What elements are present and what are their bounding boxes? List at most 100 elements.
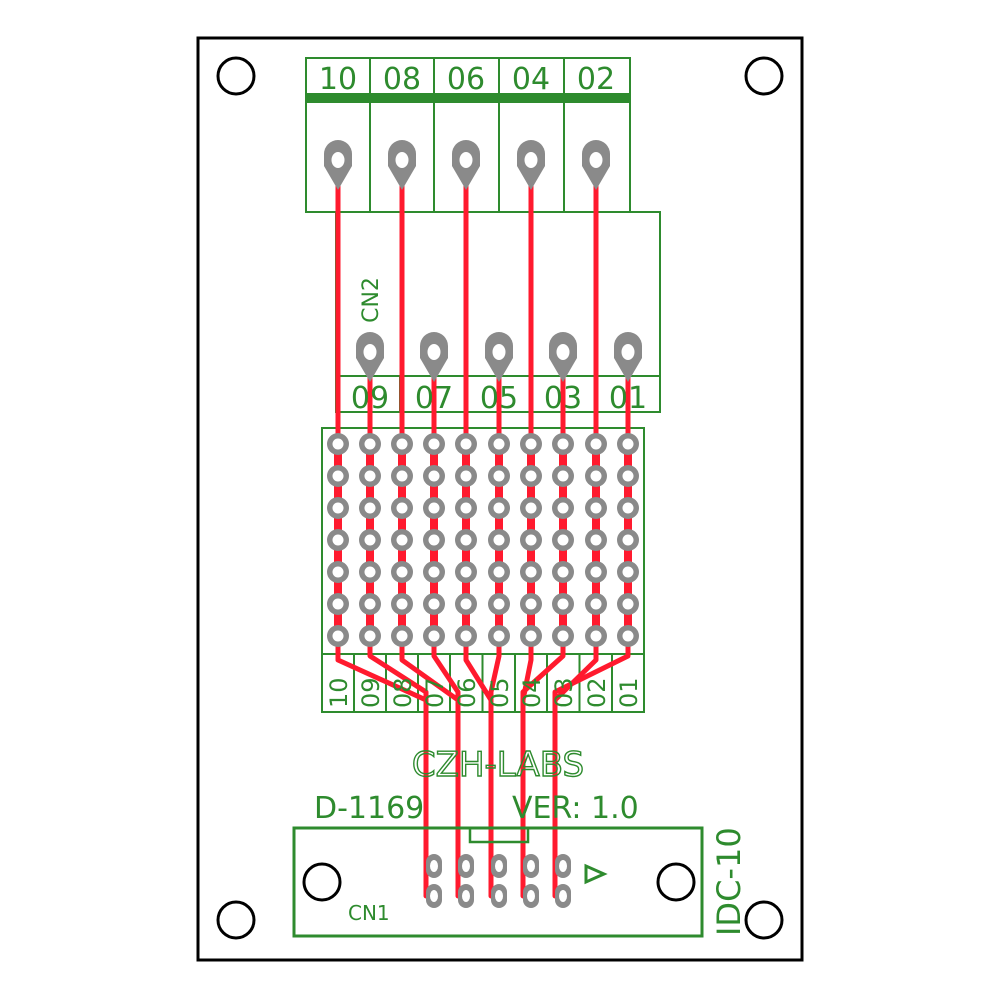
idc-pad	[555, 854, 571, 878]
proto-pad	[585, 561, 607, 583]
proto-pad	[585, 593, 607, 615]
proto-pad	[327, 497, 349, 519]
proto-pad	[585, 465, 607, 487]
proto-pad	[391, 497, 413, 519]
proto-pad	[391, 593, 413, 615]
proto-pad	[585, 433, 607, 455]
proto-column-label: 09	[357, 677, 385, 708]
proto-pad	[488, 593, 510, 615]
terminal-pad	[549, 332, 577, 382]
proto-pad	[617, 593, 639, 615]
proto-pad	[488, 465, 510, 487]
proto-pad	[520, 561, 542, 583]
proto-pad	[391, 465, 413, 487]
cn2-top-label: 10	[319, 62, 357, 97]
terminal-pad	[388, 140, 416, 190]
proto-pad	[520, 465, 542, 487]
proto-pad	[617, 625, 639, 647]
cn1-type-label: IDC-10	[710, 827, 748, 936]
proto-pad	[585, 497, 607, 519]
proto-pad	[520, 497, 542, 519]
proto-pad	[327, 465, 349, 487]
proto-pad	[327, 433, 349, 455]
mounting-hole-icon	[744, 900, 784, 940]
proto-pad	[552, 625, 574, 647]
proto-pad	[391, 433, 413, 455]
cn2-top-label: 06	[447, 62, 485, 97]
trace	[335, 633, 429, 899]
idc-pad	[491, 884, 507, 908]
proto-pad	[455, 433, 477, 455]
terminal-pad	[485, 332, 513, 382]
cn2-bottom-label: 07	[415, 381, 453, 416]
cn2-top-label: 02	[577, 62, 615, 97]
proto-pad	[327, 625, 349, 647]
proto-pad	[520, 529, 542, 551]
proto-column-label: 07	[421, 677, 449, 708]
cn1-mount-hole-icon	[656, 862, 696, 902]
proto-pad	[327, 529, 349, 551]
proto-column-label: 05	[486, 677, 514, 708]
trace	[552, 633, 599, 899]
proto-pad	[585, 625, 607, 647]
mounting-holes	[216, 56, 784, 940]
proto-pad	[552, 529, 574, 551]
proto-pad	[423, 593, 445, 615]
proto-column-label: 03	[550, 677, 578, 708]
idc-pad	[491, 854, 507, 878]
cn2-bottom-label: 01	[609, 381, 647, 416]
cn2-bottom-label: 09	[351, 381, 389, 416]
cn2-designator: CN2	[359, 277, 384, 323]
terminal-pad	[517, 140, 545, 190]
mounting-hole-icon	[216, 56, 256, 96]
cn2-bottom-label: 03	[544, 381, 582, 416]
proto-pad	[423, 625, 445, 647]
cn1-mount-hole-icon	[302, 862, 342, 902]
terminal-pad	[582, 140, 610, 190]
proto-pad	[585, 529, 607, 551]
proto-pad	[617, 465, 639, 487]
terminal-pad	[614, 332, 642, 382]
trace	[520, 633, 534, 899]
proto-pad	[423, 529, 445, 551]
proto-pad	[423, 561, 445, 583]
proto-pad	[455, 561, 477, 583]
proto-pad	[359, 593, 381, 615]
proto-pad	[327, 561, 349, 583]
proto-pad	[617, 561, 639, 583]
proto-pad	[552, 593, 574, 615]
proto-pad	[423, 465, 445, 487]
proto-pad	[552, 465, 574, 487]
proto-pad	[359, 465, 381, 487]
cn1-outline	[292, 826, 704, 938]
proto-pad	[359, 497, 381, 519]
proto-pad	[455, 465, 477, 487]
proto-pad	[359, 433, 381, 455]
brand-label: CZH-LABS	[412, 745, 584, 785]
proto-column-label: 01	[615, 677, 643, 708]
proto-pad	[359, 529, 381, 551]
proto-pad	[488, 497, 510, 519]
terminal-pad	[452, 140, 480, 190]
proto-pad	[423, 497, 445, 519]
terminal-pad	[356, 332, 384, 382]
proto-pad	[423, 433, 445, 455]
proto-pad	[327, 593, 349, 615]
proto-pad	[455, 497, 477, 519]
proto-pad	[617, 529, 639, 551]
part-number-label: D-1169	[314, 791, 424, 826]
proto-pad	[391, 625, 413, 647]
terminal-pad	[324, 140, 352, 190]
cn1-designator: CN1	[348, 901, 390, 925]
idc-pad	[458, 884, 474, 908]
cn2-top-label: 04	[512, 62, 550, 97]
trace	[399, 633, 461, 899]
idc-pad	[426, 884, 442, 908]
proto-pad	[488, 561, 510, 583]
proto-pad	[552, 497, 574, 519]
idc-pad	[458, 854, 474, 878]
mounting-hole-icon	[216, 900, 256, 940]
idc-pad	[426, 854, 442, 878]
